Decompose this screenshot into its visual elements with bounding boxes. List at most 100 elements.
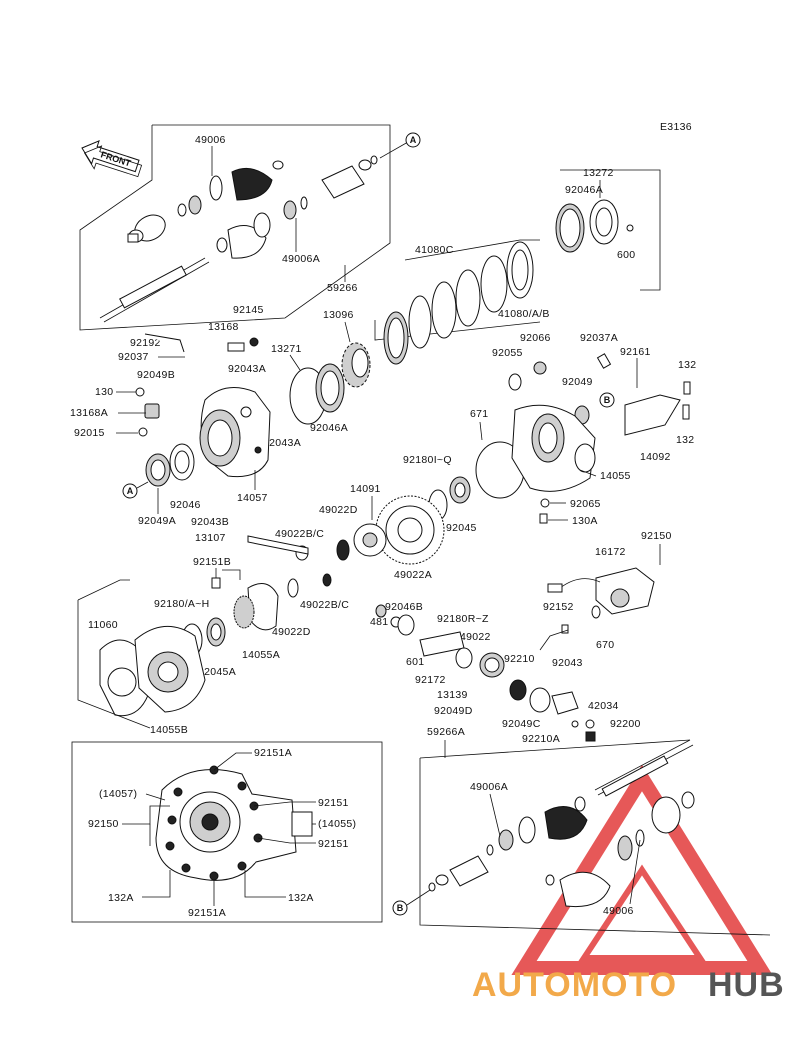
label-92045a: 92045A bbox=[198, 666, 236, 678]
label-92151a-top: 92151A bbox=[254, 747, 292, 759]
label-601: 601 bbox=[406, 656, 424, 668]
rear-shaft-frame-top bbox=[419, 739, 691, 759]
front-drive-shaft bbox=[99, 155, 378, 323]
front-arrow-icon: FRONT bbox=[81, 140, 143, 178]
label-49022bc-1: 49022B/C bbox=[275, 528, 324, 540]
label-92037: 92037 bbox=[118, 351, 149, 363]
label-13272: 13272 bbox=[583, 167, 614, 179]
label-92161: 92161 bbox=[620, 346, 651, 358]
ref-marker-b-right-label: B bbox=[604, 395, 611, 405]
label-92015: 92015 bbox=[74, 427, 105, 439]
label-132a-l: 132A bbox=[108, 892, 134, 904]
pin-92192 bbox=[144, 333, 185, 353]
label-13168a: 13168A bbox=[70, 407, 108, 419]
shaft-13107 bbox=[247, 535, 309, 555]
label-92049d: 92049D bbox=[434, 705, 473, 717]
watermark: AUTOMOTO HUB bbox=[472, 966, 785, 1004]
bracket-14092 bbox=[624, 394, 681, 436]
label-92049a: 92049A bbox=[138, 515, 176, 527]
label-49022d-top: 49022D bbox=[319, 504, 358, 516]
label-92210: 92210 bbox=[504, 653, 535, 665]
label-13139: 13139 bbox=[437, 689, 468, 701]
label-92043b: 92043B bbox=[191, 516, 229, 528]
label-92151-1: 92151 bbox=[318, 797, 349, 809]
label-13096: 13096 bbox=[323, 309, 354, 321]
label-49006-bot: 49006 bbox=[603, 905, 634, 917]
label-92150-r: 92150 bbox=[641, 530, 672, 542]
label-49022: 49022 bbox=[460, 631, 491, 643]
label-49006-top: 49006 bbox=[195, 134, 226, 146]
housing-14057 bbox=[199, 387, 271, 478]
label-92151-2: 92151 bbox=[318, 838, 349, 850]
label-49022d-mid: 49022D bbox=[272, 626, 311, 638]
ref-marker-a-top bbox=[405, 132, 421, 148]
label-132-mid: 132 bbox=[676, 434, 694, 446]
label-14055: 14055 bbox=[600, 470, 631, 482]
label-14055b: 14055B bbox=[150, 724, 188, 736]
label-14092: 14092 bbox=[640, 451, 671, 463]
label-49006a-bot: 49006A bbox=[470, 781, 508, 793]
ref-marker-b-bottom bbox=[392, 900, 408, 916]
label-49006a-top: 49006A bbox=[282, 253, 320, 265]
label-14057-box: (14057) bbox=[99, 788, 137, 800]
label-671: 671 bbox=[470, 408, 488, 420]
shaft-frame bbox=[79, 124, 391, 331]
label-670: 670 bbox=[596, 639, 614, 651]
label-92151b: 92151B bbox=[193, 556, 231, 568]
housing-14055 bbox=[511, 404, 596, 492]
label-92046a-mid: 92046A bbox=[310, 422, 348, 434]
label-92145: 92145 bbox=[233, 304, 264, 316]
label-130a: 130A bbox=[572, 515, 598, 527]
label-41080abb: 41080/A/B bbox=[498, 308, 550, 320]
label-130: 130 bbox=[95, 386, 113, 398]
label-92043a-2: 92043A bbox=[263, 437, 301, 449]
ref-marker-a-mid bbox=[122, 483, 138, 499]
rear-drive-shaft bbox=[428, 739, 695, 908]
label-92180rz: 92180R~Z bbox=[437, 613, 489, 625]
flange-42034 bbox=[551, 691, 579, 715]
label-92152: 92152 bbox=[543, 601, 574, 613]
pin-13168 bbox=[227, 342, 245, 352]
label-92192: 92192 bbox=[130, 337, 161, 349]
ref-marker-a-mid-label: A bbox=[127, 486, 134, 496]
label-92172: 92172 bbox=[415, 674, 446, 686]
label-41080c: 41080C bbox=[415, 244, 454, 256]
label-59266a: 59266A bbox=[427, 726, 465, 738]
label-92046a-top: 92046A bbox=[565, 184, 603, 196]
label-92180ah: 92180/A~H bbox=[154, 598, 210, 610]
label-92151a-bot: 92151A bbox=[188, 907, 226, 919]
label-92045: 92045 bbox=[446, 522, 477, 534]
housing-assembly-inset bbox=[155, 765, 313, 881]
ref-marker-b-right bbox=[599, 392, 615, 408]
clutch-plates bbox=[383, 241, 534, 365]
label-92200: 92200 bbox=[610, 718, 641, 730]
label-92043a-1: 92043A bbox=[228, 363, 266, 375]
label-92055: 92055 bbox=[492, 347, 523, 359]
watermark-text-2: HUB bbox=[708, 966, 785, 1004]
label-42034: 42034 bbox=[588, 700, 619, 712]
label-92043: 92043 bbox=[552, 657, 583, 669]
diagram-code: E3136 bbox=[660, 121, 692, 133]
clutch-leader bbox=[404, 239, 540, 261]
label-59266: 59266 bbox=[327, 282, 358, 294]
ref-marker-b-bottom-label: B bbox=[397, 903, 404, 913]
label-92066: 92066 bbox=[520, 332, 551, 344]
label-49022bc-2: 49022B/C bbox=[300, 599, 349, 611]
label-92065: 92065 bbox=[570, 498, 601, 510]
label-92037a: 92037A bbox=[580, 332, 618, 344]
actuator-16172 bbox=[547, 567, 655, 615]
label-92049c: 92049C bbox=[502, 718, 541, 730]
ring-frame bbox=[560, 169, 661, 291]
label-49022a: 49022A bbox=[394, 569, 432, 581]
hub-14055a bbox=[233, 583, 279, 631]
label-92046b: 92046B bbox=[385, 601, 423, 613]
label-92049: 92049 bbox=[562, 376, 593, 388]
label-13107: 13107 bbox=[195, 532, 226, 544]
label-132-top: 132 bbox=[678, 359, 696, 371]
watermark-text-1: AUTOMOTO bbox=[472, 966, 677, 1004]
label-92049b: 92049B bbox=[137, 369, 175, 381]
ref-marker-a-top-label: A bbox=[410, 135, 417, 145]
label-92180iq: 92180I~Q bbox=[403, 454, 452, 466]
label-132a-r: 132A bbox=[288, 892, 314, 904]
label-11060: 11060 bbox=[88, 619, 118, 631]
